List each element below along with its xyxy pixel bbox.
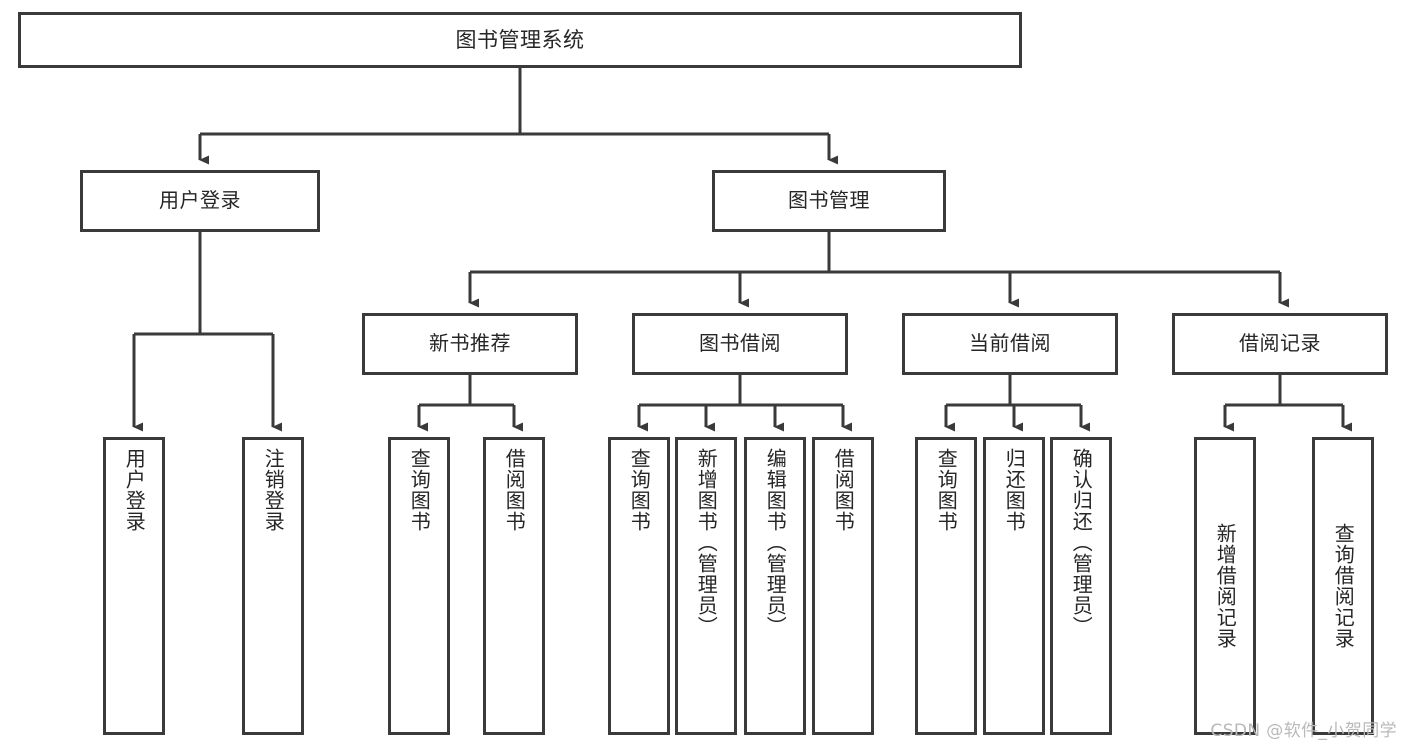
node-user-login[interactable]: 用户登录 <box>80 170 320 232</box>
node-leaf-confirm-return-admin[interactable]: 确认归还（管理员） <box>1050 437 1112 735</box>
node-book-management[interactable]: 图书管理 <box>712 170 946 232</box>
node-leaf-return-book[interactable]: 归还图书 <box>983 437 1045 735</box>
node-label: 新书推荐 <box>429 331 511 356</box>
node-label: 借阅记录 <box>1239 331 1321 356</box>
node-label: 注销登录 <box>261 448 286 532</box>
node-new-book-recommend[interactable]: 新书推荐 <box>362 313 578 375</box>
node-label: 编辑图书（管理员） <box>763 448 788 637</box>
node-leaf-query-book-borrow[interactable]: 查询图书 <box>608 437 670 735</box>
node-root-system[interactable]: 图书管理系统 <box>18 12 1022 68</box>
node-label: 查询图书 <box>407 448 432 532</box>
node-label: 归还图书 <box>1002 448 1027 532</box>
node-label: 图书借阅 <box>699 331 781 356</box>
node-label: 查询图书 <box>627 448 652 532</box>
node-label: 确认归还（管理员） <box>1069 448 1094 637</box>
node-label: 新增借阅记录 <box>1213 523 1238 649</box>
node-label: 借阅图书 <box>502 448 527 532</box>
node-label: 当前借阅 <box>969 331 1051 356</box>
csdn-watermark: CSDN @软件_小贺同学 <box>1210 721 1397 741</box>
node-label: 新增图书（管理员） <box>694 448 719 637</box>
node-label: 图书管理 <box>788 188 870 213</box>
node-leaf-query-book-current[interactable]: 查询图书 <box>915 437 977 735</box>
node-leaf-query-book-recommend[interactable]: 查询图书 <box>388 437 450 735</box>
node-label: 图书管理系统 <box>455 27 585 52</box>
node-label: 借阅图书 <box>831 448 856 532</box>
node-leaf-borrow-book-recommend[interactable]: 借阅图书 <box>483 437 545 735</box>
node-leaf-edit-book-admin[interactable]: 编辑图书（管理员） <box>744 437 806 735</box>
node-leaf-borrow-book[interactable]: 借阅图书 <box>812 437 874 735</box>
node-label: 查询借阅记录 <box>1331 523 1356 649</box>
node-leaf-user-login[interactable]: 用户登录 <box>103 437 165 735</box>
node-borrow-record[interactable]: 借阅记录 <box>1172 313 1388 375</box>
node-label: 用户登录 <box>122 448 147 532</box>
node-current-borrow[interactable]: 当前借阅 <box>902 313 1118 375</box>
node-leaf-add-book-admin[interactable]: 新增图书（管理员） <box>675 437 737 735</box>
node-label: 查询图书 <box>934 448 959 532</box>
node-book-borrow[interactable]: 图书借阅 <box>632 313 848 375</box>
node-label: 用户登录 <box>159 188 241 213</box>
node-leaf-add-borrow-record[interactable]: 新增借阅记录 <box>1194 437 1256 735</box>
node-leaf-logout[interactable]: 注销登录 <box>242 437 304 735</box>
node-leaf-query-borrow-record[interactable]: 查询借阅记录 <box>1312 437 1374 735</box>
